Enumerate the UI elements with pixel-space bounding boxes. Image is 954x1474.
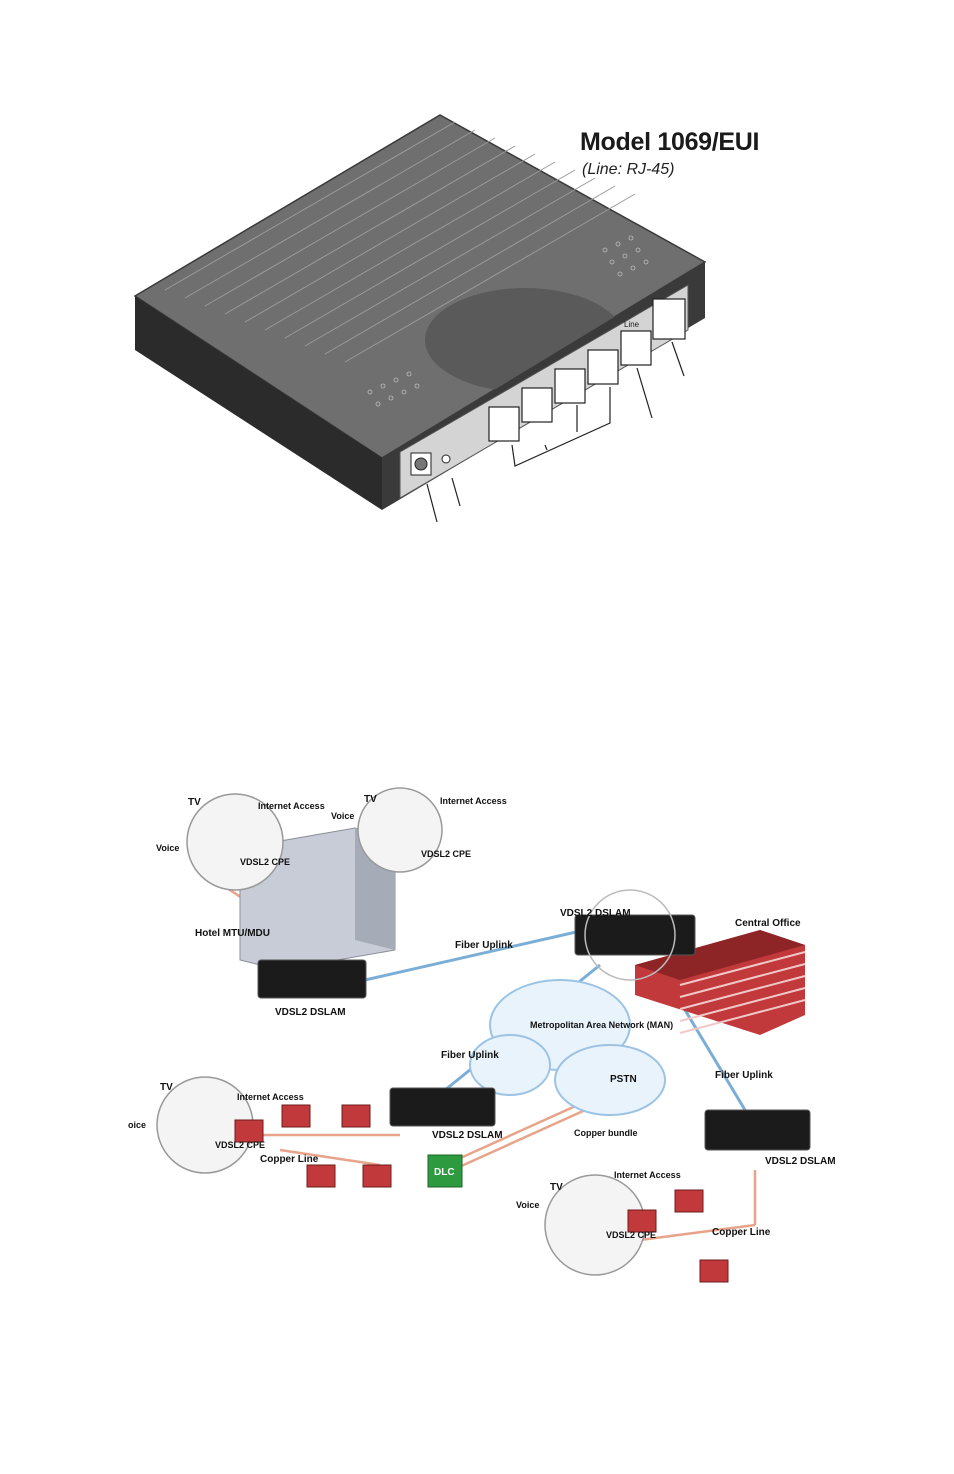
label-voice-2: Voice: [331, 811, 354, 821]
model-title: Model 1069/EUI: [580, 128, 760, 156]
line-port-label: Line: [624, 320, 640, 329]
label-tv-3: TV: [160, 1082, 173, 1093]
label-central-office: Central Office: [735, 918, 801, 929]
rj45-ports: [488, 298, 686, 442]
label-internet-1: Internet Access: [258, 801, 325, 811]
label-fiber-1: Fiber Uplink: [455, 940, 513, 951]
label-voice-3: oice: [128, 1120, 146, 1130]
label-internet-3: Internet Access: [237, 1092, 304, 1102]
callout-lines: [426, 341, 685, 523]
dslam-zoom-circle: [584, 889, 676, 981]
label-copper-line-2: Copper Line: [712, 1227, 771, 1238]
model-subtitle: (Line: RJ-45): [582, 161, 675, 178]
houses: [234, 1104, 729, 1283]
dslam-hotel: [257, 959, 367, 999]
cpe-circles: [156, 787, 646, 1276]
label-voice-1: Voice: [156, 843, 179, 853]
label-dslam-residential: VDSL2 DSLAM: [432, 1130, 503, 1141]
label-dslam-hotel: VDSL2 DSLAM: [275, 1007, 346, 1018]
device-left-side: [135, 296, 382, 510]
label-fiber-2: Fiber Uplink: [441, 1050, 499, 1061]
label-copper-line-1: Copper Line: [260, 1154, 319, 1165]
device-ribs: [164, 121, 636, 363]
network-diagram: TV Internet Access Voice VDSL2 CPE TV In…: [128, 787, 836, 1283]
label-copper-bundle: Copper bundle: [574, 1128, 638, 1138]
label-cpe-4: VDSL2 CPE: [606, 1230, 656, 1240]
dslam-boxes: [257, 914, 811, 1151]
label-dslam-right: VDSL2 DSLAM: [765, 1156, 836, 1167]
label-internet-2: Internet Access: [440, 796, 507, 806]
dslam-right: [704, 1109, 811, 1151]
man-cloud: [469, 979, 666, 1116]
label-tv-2: TV: [364, 794, 377, 805]
label-fiber-3: Fiber Uplink: [715, 1070, 773, 1081]
reset-button: [441, 454, 451, 464]
label-dlc: DLC: [434, 1167, 455, 1178]
central-office-building: [635, 930, 806, 1035]
label-hotel: Hotel MTU/MDU: [195, 928, 270, 939]
dslam-central: [574, 914, 696, 956]
label-voice-4: Voice: [516, 1200, 539, 1210]
label-dslam-central: VDSL2 DSLAM: [560, 908, 631, 919]
device-illustration: Line: [133, 114, 707, 523]
label-tv-4: TV: [550, 1182, 563, 1193]
label-man: Metropolitan Area Network (MAN): [530, 1020, 673, 1030]
label-pstn: PSTN: [610, 1074, 637, 1085]
label-cpe-1: VDSL2 CPE: [240, 857, 290, 867]
device-vents: [367, 235, 649, 407]
dslam-residential: [389, 1087, 496, 1127]
label-internet-4: Internet Access: [614, 1170, 681, 1180]
dlc-box: [427, 1154, 463, 1188]
label-cpe-2: VDSL2 CPE: [421, 849, 471, 859]
label-cpe-3: VDSL2 CPE: [215, 1140, 265, 1150]
label-tv-1: TV: [188, 797, 201, 808]
